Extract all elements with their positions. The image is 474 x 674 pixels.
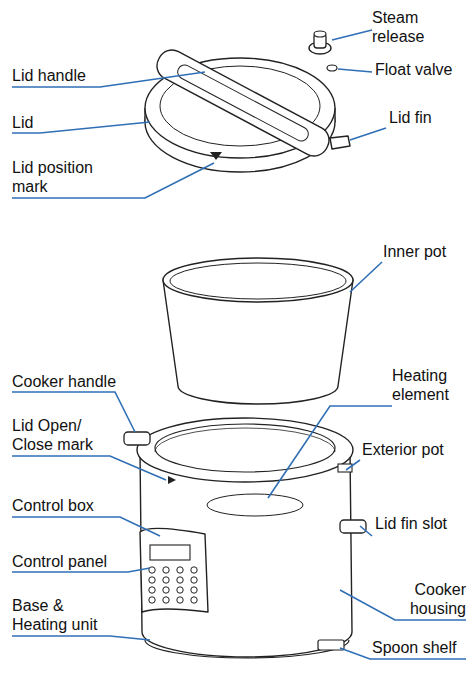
leader-line (12, 636, 150, 640)
part-label: Lid fin (389, 108, 474, 127)
part-label: Lid fin slot (375, 514, 474, 533)
lid-handle-shape (152, 45, 334, 161)
exterior-pot-rim (137, 418, 353, 482)
leader-line (360, 526, 372, 536)
panel-button (163, 567, 169, 573)
inner-pot-rim (163, 258, 353, 302)
panel-button (177, 567, 183, 573)
part-label: Lid (12, 113, 72, 132)
cooker-housing-shape (140, 452, 352, 657)
panel-button (163, 577, 169, 583)
inner-pot-opening (170, 263, 346, 299)
leader-line (338, 69, 372, 72)
part-label: Base & Heating unit (12, 596, 108, 634)
exterior-pot-opening (155, 424, 335, 472)
panel-button (191, 577, 197, 583)
panel-button (177, 577, 183, 583)
part-label: Control panel (12, 552, 132, 571)
leader-line (12, 517, 160, 536)
panel-button (177, 597, 183, 603)
panel-button (191, 567, 197, 573)
lid-position-arrow (210, 152, 222, 160)
base-edge (145, 640, 349, 658)
panel-button (191, 587, 197, 593)
cooker-drawing (124, 418, 366, 658)
steam-release-top (314, 31, 326, 37)
part-label: Spoon shelf (372, 638, 472, 657)
leader-line (346, 460, 360, 470)
part-label: Lid handle (12, 66, 112, 85)
leader-line (350, 262, 382, 292)
part-label: Lid position mark (12, 158, 112, 196)
part-label: Float valve (375, 60, 474, 79)
leader-line (350, 128, 386, 140)
heating-element-shape (207, 494, 303, 516)
leader-line (332, 30, 372, 40)
panel-button (191, 597, 197, 603)
lid-fin-shape (330, 136, 350, 149)
panel-button (177, 587, 183, 593)
part-label: Exterior pot (362, 440, 474, 459)
panel-button (163, 587, 169, 593)
part-label: Inner pot (383, 242, 474, 261)
part-label: Heating element (392, 366, 464, 404)
open-close-arrow (168, 476, 176, 484)
part-label: Cooker housing (398, 580, 466, 618)
panel-button (149, 577, 155, 583)
cooker-handle-left (124, 432, 150, 445)
button-grid (149, 567, 197, 603)
leader-line (12, 456, 166, 480)
display-window (150, 545, 190, 560)
part-label: Lid Open/ Close mark (12, 416, 104, 454)
cooker-handle-right (340, 520, 366, 533)
panel-button (149, 587, 155, 593)
lid-handle-grip (175, 63, 310, 144)
part-label: Steam release (372, 8, 474, 46)
control-box-shape (140, 528, 208, 612)
lid-drawing (145, 31, 350, 172)
part-label: Cooker handle (12, 372, 132, 391)
float-valve-shape (327, 65, 337, 71)
panel-button (163, 597, 169, 603)
inner-pot-drawing (163, 258, 353, 404)
panel-button (149, 597, 155, 603)
part-label: Control box (12, 496, 122, 515)
